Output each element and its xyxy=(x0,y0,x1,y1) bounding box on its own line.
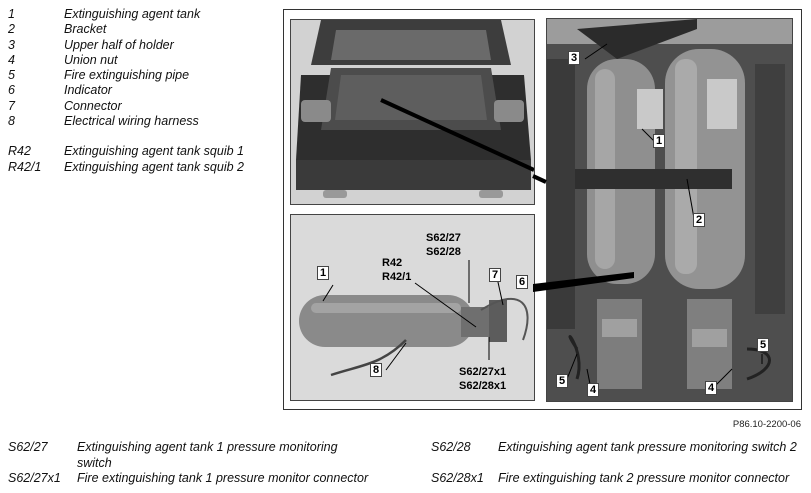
tank-detail-photo xyxy=(290,214,535,401)
legend-text: Electrical wiring harness xyxy=(64,114,199,129)
legend-text: switch xyxy=(77,456,112,470)
callout-main-5a: 5 xyxy=(556,374,569,388)
callout-s62-27x1: S62/27x1 xyxy=(459,366,507,378)
legend-number: 7 xyxy=(8,98,15,113)
legend-text: Fire extinguishing pipe xyxy=(64,68,190,83)
legend-text: Extinguishing agent tank squib 2 xyxy=(64,159,244,174)
callout-main-2: 2 xyxy=(693,213,706,227)
figure-reference: P86.10-2200-06 xyxy=(732,419,801,430)
callout-1: 1 xyxy=(317,266,330,280)
legend-text: Fire extinguishing tank 2 pressure monit… xyxy=(498,471,790,485)
callout-main-1: 1 xyxy=(653,134,666,148)
callout-main-5b: 5 xyxy=(757,338,770,352)
legend-number: 4 xyxy=(8,52,15,67)
legend-number: 5 xyxy=(8,68,15,83)
callout-main-4b: 4 xyxy=(705,381,718,395)
legend-number: R42/1 xyxy=(8,159,42,174)
car-trunk-photo xyxy=(290,19,535,205)
legend-text: Connector xyxy=(64,98,122,113)
legend-number: 8 xyxy=(8,114,15,129)
callout-7: 7 xyxy=(489,268,502,282)
legend-text: Fire extinguishing tank 1 pressure monit… xyxy=(77,471,369,485)
legend-text: Extinguishing agent tank xyxy=(64,7,201,21)
legend-text: Upper half of holder xyxy=(64,37,174,52)
callout-s62-28: S62/28 xyxy=(426,246,461,258)
callout-main-3: 3 xyxy=(568,51,581,65)
callout-main-4a: 4 xyxy=(587,383,600,397)
legend-number: 2 xyxy=(8,22,15,37)
legend-code: S62/28x1 xyxy=(431,471,484,485)
callout-r42-1: R42/1 xyxy=(382,271,412,283)
legend-code: S62/27 xyxy=(8,440,48,454)
legend-code: S62/28 xyxy=(431,440,471,454)
legend-text: Indicator xyxy=(64,83,112,98)
legend-number: 3 xyxy=(8,37,15,52)
legend-number: 1 xyxy=(8,7,15,21)
legend-text: Bracket xyxy=(64,22,107,37)
leader-lines xyxy=(532,174,634,292)
legend-number: 6 xyxy=(8,83,15,98)
installation-photo xyxy=(546,18,793,402)
legend-text: Extinguishing agent tank pressure monito… xyxy=(498,440,797,454)
figure: 1 8 7 6 S62/27 S62/28 R42 R42/1 S62/27x1… xyxy=(283,9,802,410)
callout-8: 8 xyxy=(370,363,383,377)
callout-6: 6 xyxy=(516,275,529,289)
callout-s62-27: S62/27 xyxy=(426,232,461,244)
legend-text: Union nut xyxy=(64,52,118,67)
legend-number: R42 xyxy=(8,144,31,159)
legend-text: Extinguishing agent tank squib 1 xyxy=(64,144,244,159)
legend-text: Extinguishing agent tank 1 pressure moni… xyxy=(77,440,338,454)
legend-code: S62/27x1 xyxy=(8,471,61,485)
callout-s62-28x1: S62/28x1 xyxy=(459,380,507,392)
callout-r42: R42 xyxy=(382,257,403,269)
